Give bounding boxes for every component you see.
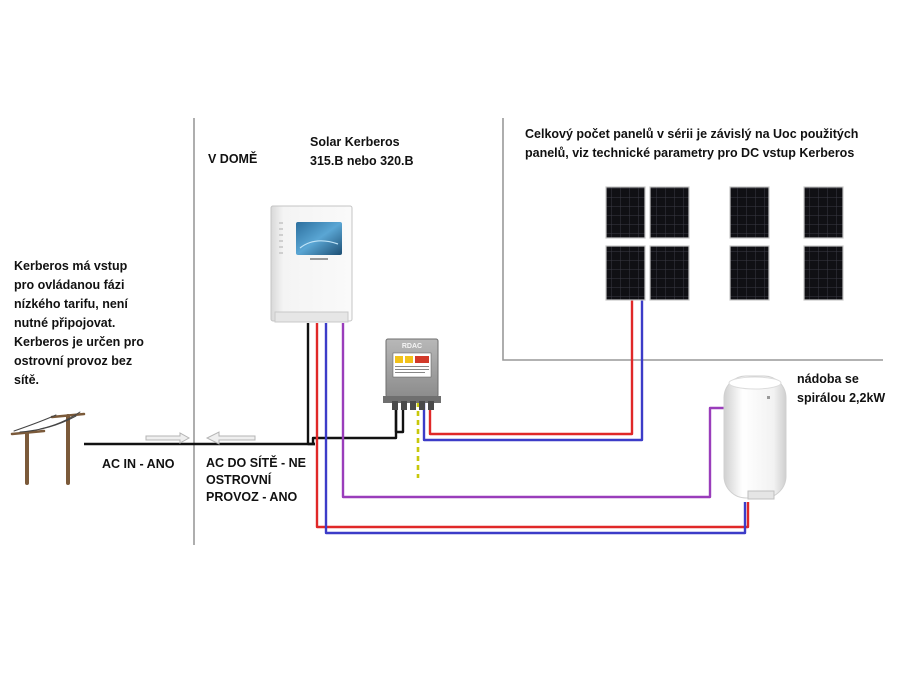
left-arrow-icon [205,431,256,445]
left-note-line: nutné připojovat. [14,316,116,330]
solar-panel-array [605,186,844,301]
dc-negative-wire [422,300,644,442]
ac-grid-label-line: OSTROVNÍ [206,473,272,487]
solar-panel-icon [605,186,646,239]
neutral-wire-to-boiler [324,323,747,535]
boiler-label: nádoba se spirálou 2,2kW [797,370,885,408]
left-note-line: pro ovládanou fázi [14,278,125,292]
solar-panel-icon [649,245,690,301]
solar-panel-icon [605,245,646,301]
left-note-line: sítě. [14,373,40,387]
panels-note-line2: panelů, viz technické parametry pro DC v… [525,146,855,160]
rdac-box-icon: RDAC [383,338,441,410]
panel-area-border [502,118,883,361]
phase-wire-to-boiler [315,323,750,529]
ac-grid-label-line: PROVOZ - ANO [206,490,298,504]
inverter-models: 315.B nebo 320.B [310,154,414,168]
ac-wire-inverter-to-rdac-2 [394,402,405,434]
boiler-label-line: spirálou 2,2kW [797,391,886,405]
left-note-line: nízkého tarifu, není [14,297,128,311]
solar-panel-icon [729,186,770,239]
boundary-lines [193,118,883,545]
rdac-label: RDAC [402,343,422,350]
left-note: Kerberos má vstup pro ovládanou fázi níz… [14,257,144,390]
solar-panel-icon [803,245,844,301]
solar-panel-icon [649,186,690,239]
ac-in-label: AC IN - ANO [102,457,175,471]
dc-positive-wire [428,300,634,436]
house-label: V DOMĚ [208,152,258,166]
boiler-label-line: nádoba se [797,372,859,386]
solar-panel-icon [729,245,770,301]
solar-panel-icon [803,186,844,239]
panels-note-line1: Celkový počet panelů v sérii je závislý … [525,127,859,141]
ac-grid-label: AC DO SÍTĚ - NE OSTROVNÍ PROVOZ - ANO [206,455,306,506]
water-heater-icon [723,375,787,500]
ac-wire-inverter-left [306,323,315,446]
heater-control-wire [341,323,726,499]
inverter-device-icon [270,205,353,323]
left-arrow-icon [145,432,191,444]
inverter-title: Solar Kerberos [310,135,400,149]
utility-pole-icon [10,411,86,485]
left-note-line: Kerberos má vstup [14,259,128,273]
ac-grid-label-line: AC DO SÍTĚ - NE [206,456,307,470]
left-note-line: ostrovní provoz bez [14,354,133,368]
left-note-line: Kerberos je určen pro [14,335,144,349]
wiring [306,300,750,535]
